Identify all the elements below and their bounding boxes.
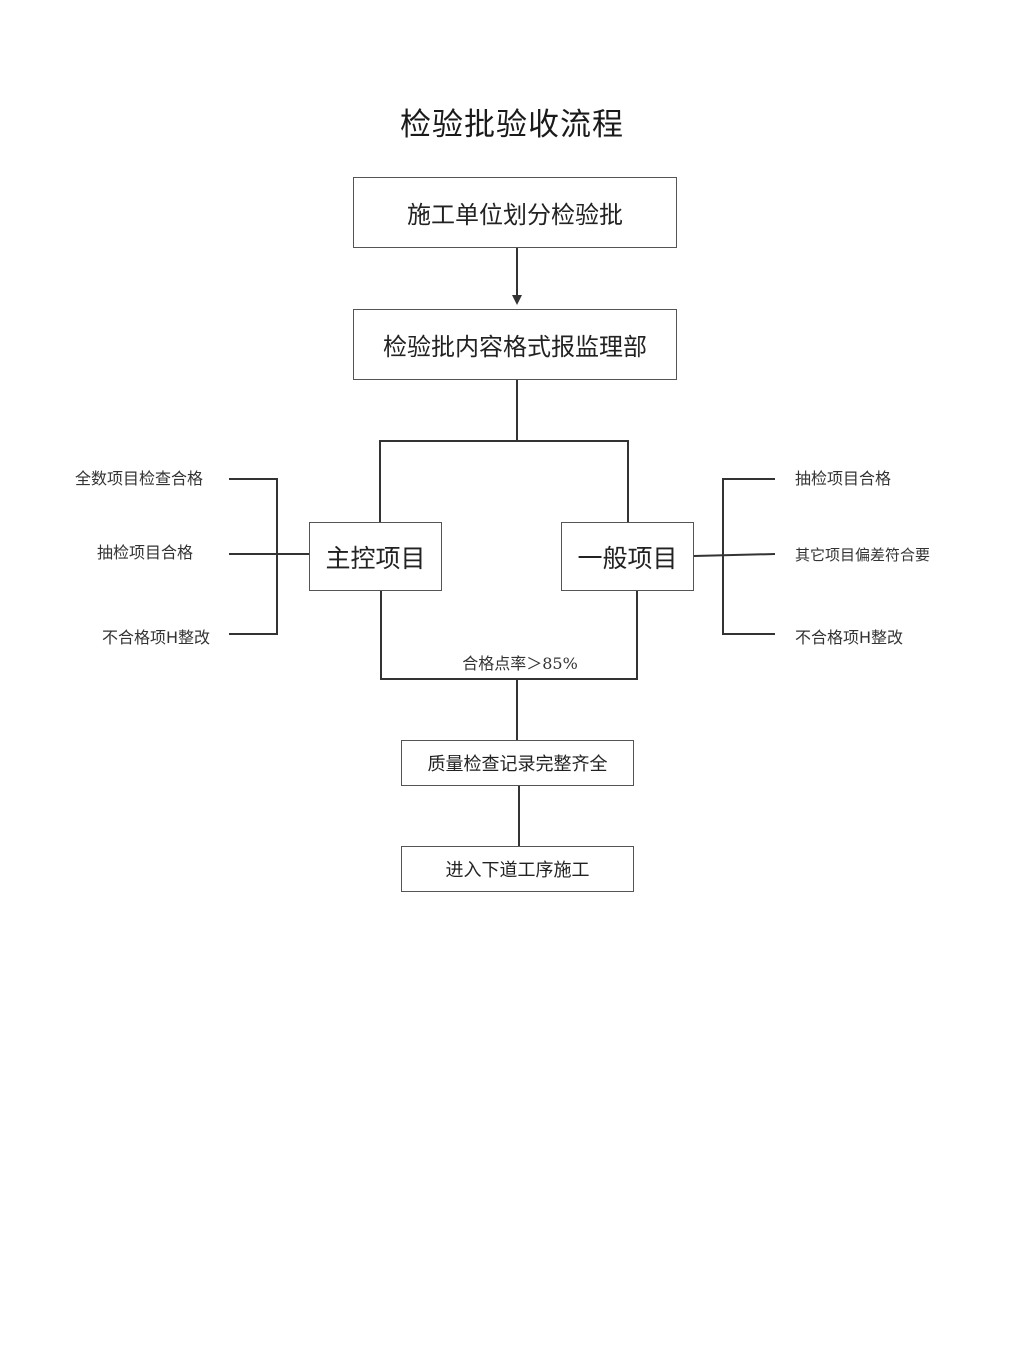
step-quality-records-label: 质量检查记录完整齐全	[427, 754, 608, 775]
general-items-label: 一般项目	[577, 543, 678, 573]
bracket-general	[722, 478, 775, 635]
main-criterion-label: 全数项目检查合格	[75, 469, 204, 488]
step-next-process-label: 进入下道工序施工	[445, 860, 590, 881]
step-quality-records: 质量检查记录完整齐全	[401, 740, 634, 786]
main-criterion-label: 不合格项H整改	[102, 628, 211, 647]
general-criterion-label: 不合格项H整改	[795, 628, 904, 647]
step-next-process: 进入下道工序施工	[401, 846, 634, 892]
step-submit-to-supervision-label: 检验批内容格式报监理部	[383, 333, 647, 361]
step-divide-inspection-lots-label: 施工单位划分检验批	[407, 201, 623, 229]
pass-rate-label: 合格点率＞85%	[462, 654, 578, 673]
connector-general-criteria-middle	[693, 553, 776, 557]
general-items-box: 一般项目	[561, 522, 694, 591]
general-criterion-label: 抽检项目合格	[795, 469, 892, 488]
step-submit-to-supervision: 检验批内容格式报监理部	[353, 309, 677, 380]
main-control-items-box: 主控项目	[309, 522, 442, 591]
general-criterion-label: 其它项目偏差符合要	[795, 546, 931, 564]
step-divide-inspection-lots: 施工单位划分检验批	[353, 177, 677, 248]
diagram-title: 检验批验收流程	[400, 107, 624, 143]
connector-split	[379, 440, 629, 522]
bracket-main-control	[229, 478, 278, 635]
main-control-items-label: 主控项目	[325, 543, 426, 573]
main-criterion-label: 抽检项目合格	[97, 543, 194, 562]
connector-merge	[380, 591, 638, 680]
